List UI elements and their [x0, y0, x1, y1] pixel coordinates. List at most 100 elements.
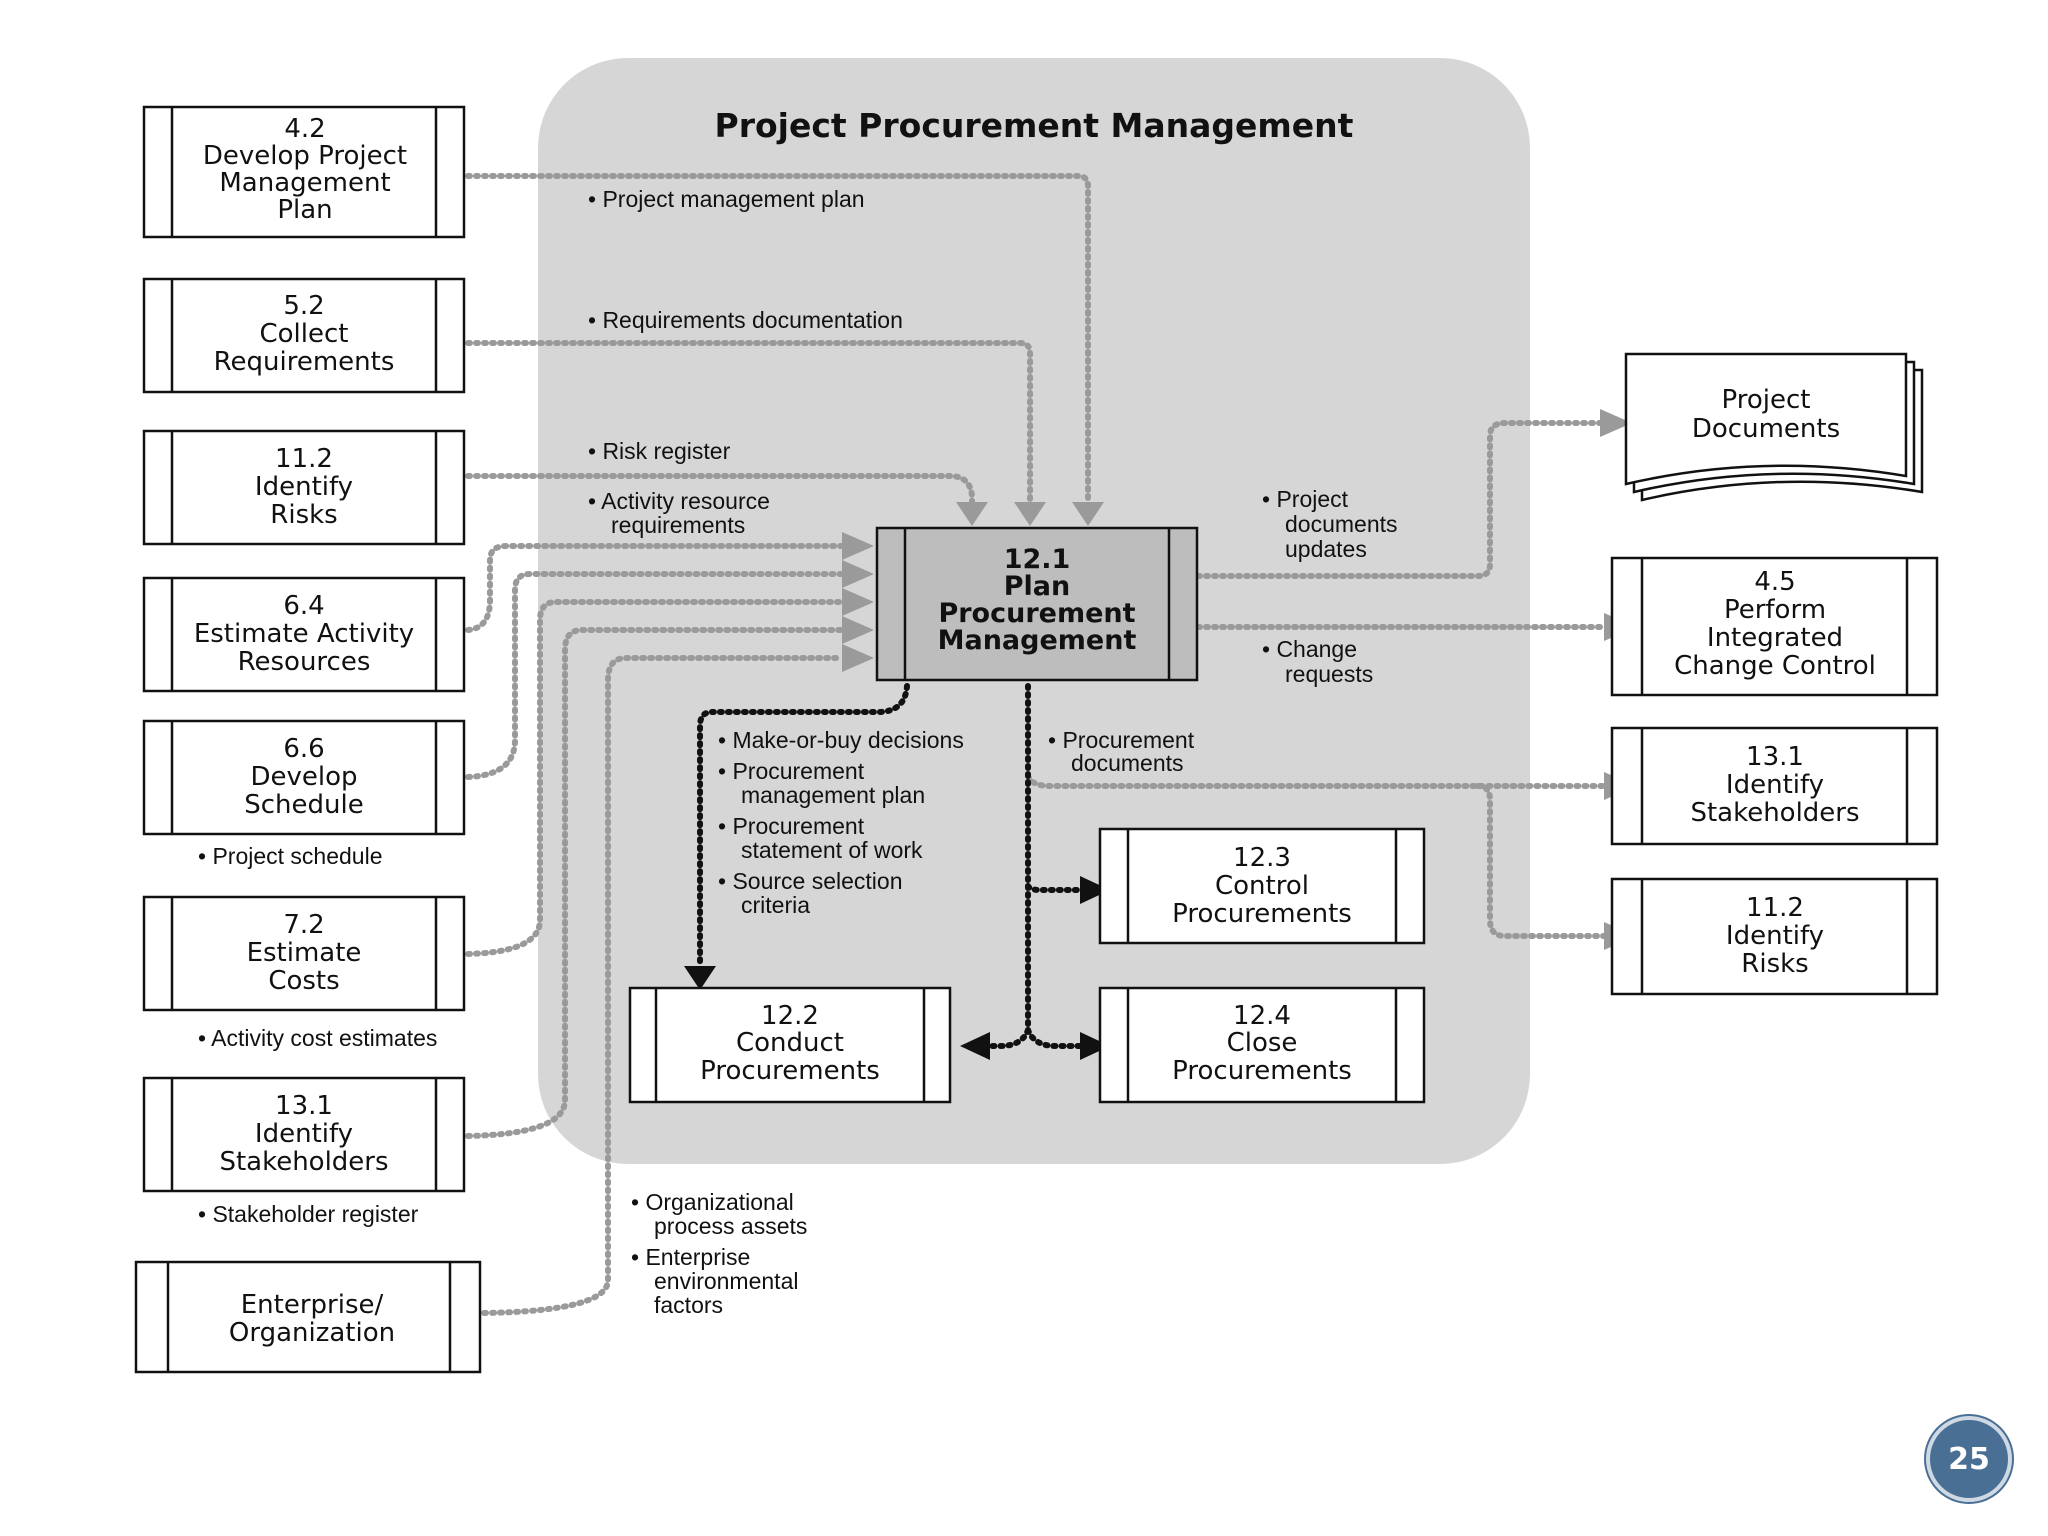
diagram-title: Project Procurement Management — [715, 106, 1354, 145]
process-box-label: Conduct — [736, 1028, 844, 1058]
input-box-label: Estimate Activity — [194, 619, 414, 649]
input-box-label: Identify — [255, 472, 353, 502]
main-process-number: 12.1 — [1004, 544, 1071, 575]
output-box-4-5: 4.5 Perform Integrated Change Control — [1610, 556, 1939, 697]
input-box-label: 5.2 — [283, 291, 324, 321]
label-proc-mgmt-plan-2: management plan — [741, 782, 925, 808]
internal-arrowheads — [684, 876, 1110, 1060]
main-process-line4: Management — [938, 625, 1137, 656]
output-box-label: 13.1 — [1746, 742, 1804, 772]
input-box-label: 4.2 — [284, 114, 325, 144]
main-process-line2: Plan — [1004, 571, 1071, 602]
label-procurement-documents-1: • Procurement — [1048, 727, 1195, 753]
input-box-label: 7.2 — [283, 910, 324, 940]
output-box-label: Identify — [1726, 770, 1824, 800]
output-box-label: Project — [1722, 385, 1811, 415]
output-box-label: Integrated — [1707, 623, 1843, 653]
process-box-label: Control — [1215, 871, 1309, 901]
input-box-label: Resources — [238, 647, 371, 677]
label-eef-3: factors — [654, 1292, 723, 1318]
input-box-label: Plan — [277, 195, 332, 225]
label-activity-resource-1: • Activity resource — [588, 488, 770, 514]
output-box-label: Risks — [1741, 949, 1808, 979]
label-opa-1: • Organizational — [631, 1189, 794, 1215]
process-box-label: 12.4 — [1233, 1001, 1291, 1031]
output-box-label: Documents — [1692, 414, 1840, 444]
label-source-selection-1: • Source selection — [718, 868, 902, 894]
main-process-12-1: 12.1 Plan Procurement Management — [875, 526, 1199, 682]
output-box-label: Perform — [1724, 595, 1826, 625]
internal-flows — [697, 683, 1083, 1049]
process-box-12-2: 12.2 Conduct Procurements — [628, 986, 952, 1104]
label-proc-sow-2: statement of work — [741, 837, 923, 863]
flow-labels: • Project management plan • Requirements… — [588, 186, 1398, 1318]
main-process-line3: Procurement — [938, 598, 1135, 629]
label-activity-cost-estimates: • Activity cost estimates — [198, 1025, 437, 1051]
process-box-label: Procurements — [1172, 1056, 1352, 1086]
input-box-6-6: 6.6 Develop Schedule — [142, 719, 466, 836]
label-project-doc-updates-1: • Project — [1262, 486, 1349, 512]
label-proc-sow-1: • Procurement — [718, 813, 865, 839]
input-box-label: Identify — [255, 1119, 353, 1149]
output-box-label: Stakeholders — [1690, 798, 1859, 828]
label-change-requests-1: • Change — [1262, 636, 1357, 662]
input-box-label: 11.2 — [275, 444, 333, 474]
label-eef-1: • Enterprise — [631, 1244, 750, 1270]
input-box-label: Management — [219, 168, 390, 198]
input-box-label: Risks — [270, 500, 337, 530]
input-box-label: Requirements — [214, 347, 395, 377]
label-risk-register: • Risk register — [588, 438, 731, 464]
input-box-label: Schedule — [244, 790, 363, 820]
page-number-badge: 25 — [1926, 1416, 2012, 1502]
label-project-doc-updates-2: documents — [1285, 511, 1398, 537]
label-opa-2: process assets — [654, 1213, 807, 1239]
output-box-label: Identify — [1726, 921, 1824, 951]
output-box-11-2: 11.2 Identify Risks — [1610, 877, 1939, 996]
process-box-12-4: 12.4 Close Procurements — [1098, 986, 1426, 1104]
input-arrowheads — [842, 502, 1104, 672]
input-box-label: Enterprise/ — [241, 1290, 384, 1320]
input-box-enterprise: Enterprise/ Organization — [134, 1260, 482, 1374]
label-change-requests-2: requests — [1285, 661, 1373, 687]
label-pm-plan: • Project management plan — [588, 186, 865, 212]
input-flows — [465, 173, 1091, 1316]
input-box-label: 6.4 — [283, 591, 324, 621]
output-box-label: 4.5 — [1754, 567, 1795, 597]
input-box-label: Stakeholders — [219, 1147, 388, 1177]
label-source-selection-2: criteria — [741, 892, 810, 918]
process-box-label: 12.3 — [1233, 843, 1291, 873]
process-box-label: Procurements — [700, 1056, 880, 1086]
input-box-label: Estimate — [247, 938, 362, 968]
output-box-label: 11.2 — [1746, 893, 1804, 923]
label-stakeholder-register: • Stakeholder register — [198, 1201, 419, 1227]
process-box-label: Procurements — [1172, 899, 1352, 929]
label-requirements-documentation: • Requirements documentation — [588, 307, 903, 333]
process-box-label: Close — [1227, 1028, 1298, 1058]
input-box-label: Develop — [250, 762, 357, 792]
input-box-label: 6.6 — [283, 734, 324, 764]
process-box-12-3: 12.3 Control Procurements — [1098, 827, 1426, 945]
input-box-4-2: 4.2 Develop Project Management Plan — [142, 105, 466, 239]
input-box-label: Organization — [229, 1318, 395, 1348]
input-box-label: Costs — [268, 966, 339, 996]
input-box-6-4: 6.4 Estimate Activity Resources — [142, 576, 466, 693]
label-procurement-documents-2: documents — [1071, 750, 1184, 776]
input-box-7-2: 7.2 Estimate Costs — [142, 895, 466, 1012]
input-box-label: Collect — [260, 319, 349, 349]
input-box-5-2: 5.2 Collect Requirements — [142, 277, 466, 394]
input-box-label: 13.1 — [275, 1091, 333, 1121]
output-box-label: Change Control — [1674, 651, 1876, 681]
output-project-documents: Project Documents — [1624, 352, 1924, 502]
input-box-label: Develop Project — [203, 141, 407, 171]
label-project-schedule: • Project schedule — [198, 843, 382, 869]
label-activity-resource-2: requirements — [611, 512, 745, 538]
input-box-11-2: 11.2 Identify Risks — [142, 429, 466, 546]
output-box-13-1: 13.1 Identify Stakeholders — [1610, 726, 1939, 846]
label-project-doc-updates-3: updates — [1285, 536, 1367, 562]
label-eef-2: environmental — [654, 1268, 798, 1294]
process-box-label: 12.2 — [761, 1001, 819, 1031]
label-proc-mgmt-plan-1: • Procurement — [718, 758, 865, 784]
input-box-13-1: 13.1 Identify Stakeholders — [142, 1076, 466, 1193]
label-make-or-buy: • Make-or-buy decisions — [718, 727, 964, 753]
